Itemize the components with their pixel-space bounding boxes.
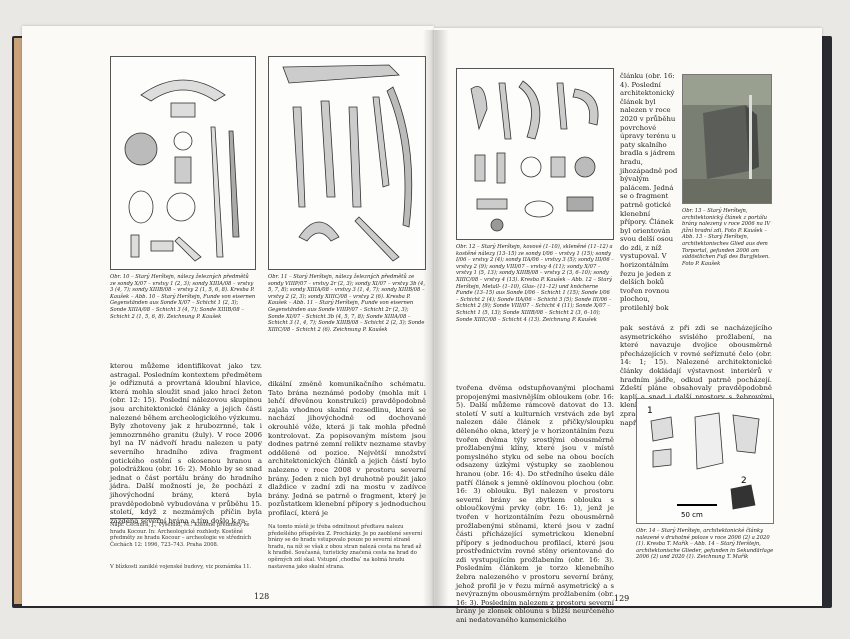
metal-glass-bone-finds-drawing [470, 80, 599, 232]
footnote-2: V blízkosti zaniklé vojenské budovy, viz… [110, 564, 252, 570]
figure-13-photo [682, 74, 772, 204]
text-column-3: tvořena dvěma odstupňovanými plochami pr… [456, 384, 614, 625]
figure-10-drawing [110, 56, 256, 270]
architectural-elements-drawing: 1 2 50 cm [647, 406, 760, 519]
figure-14-label-1: 1 [647, 406, 653, 416]
figure-13-caption: Obr. 13 – Starý Herštejn, architektonick… [682, 208, 771, 267]
iron-finds-drawing [124, 79, 240, 262]
right-page: Obr. 12 – Starý Herštejn, kovové (1–10),… [434, 28, 822, 624]
text-column-1: kterou můžeme identifikovat jako tzv. as… [110, 362, 262, 525]
book-gutter [423, 30, 449, 606]
footnote-rule [110, 518, 160, 519]
left-page: Obr. 10 – Starý Herštejn, nálezy železný… [22, 26, 434, 606]
figure-14-scale: 50 cm [681, 511, 703, 519]
figure-10-caption: Obr. 10 – Starý Herštejn, nálezy železný… [110, 274, 256, 320]
iron-tools-drawing [282, 64, 413, 262]
figure-11-drawing [268, 56, 426, 270]
figure-14-label-2: 2 [741, 476, 747, 486]
stone-block-photo [683, 75, 771, 203]
figure-11-caption: Obr. 11 – Starý Herštejn, nálezy železný… [268, 274, 426, 333]
figure-14-drawing: 1 2 50 cm [636, 398, 774, 524]
text-column-2: dikální změně komunikačního schématu. Ta… [268, 380, 426, 517]
figure-12-caption: Obr. 12 – Starý Herštejn, kovové (1–10),… [456, 244, 614, 323]
figure-12-drawing [456, 68, 614, 240]
footnote-1: Např. Čechura, J., Vyšehlíd, M.: Kostěné… [110, 522, 252, 548]
page-number-right: 129 [614, 594, 630, 603]
text-narrow-column: článku (obr. 16: 4). Poslední architekto… [620, 72, 678, 313]
figure-14-caption: Obr. 14 – Starý Herštejn, architektonick… [636, 528, 774, 561]
footnote-3: Na tomto místě je třeba odmítnout předta… [268, 524, 423, 570]
page-number-left: 128 [254, 592, 270, 601]
